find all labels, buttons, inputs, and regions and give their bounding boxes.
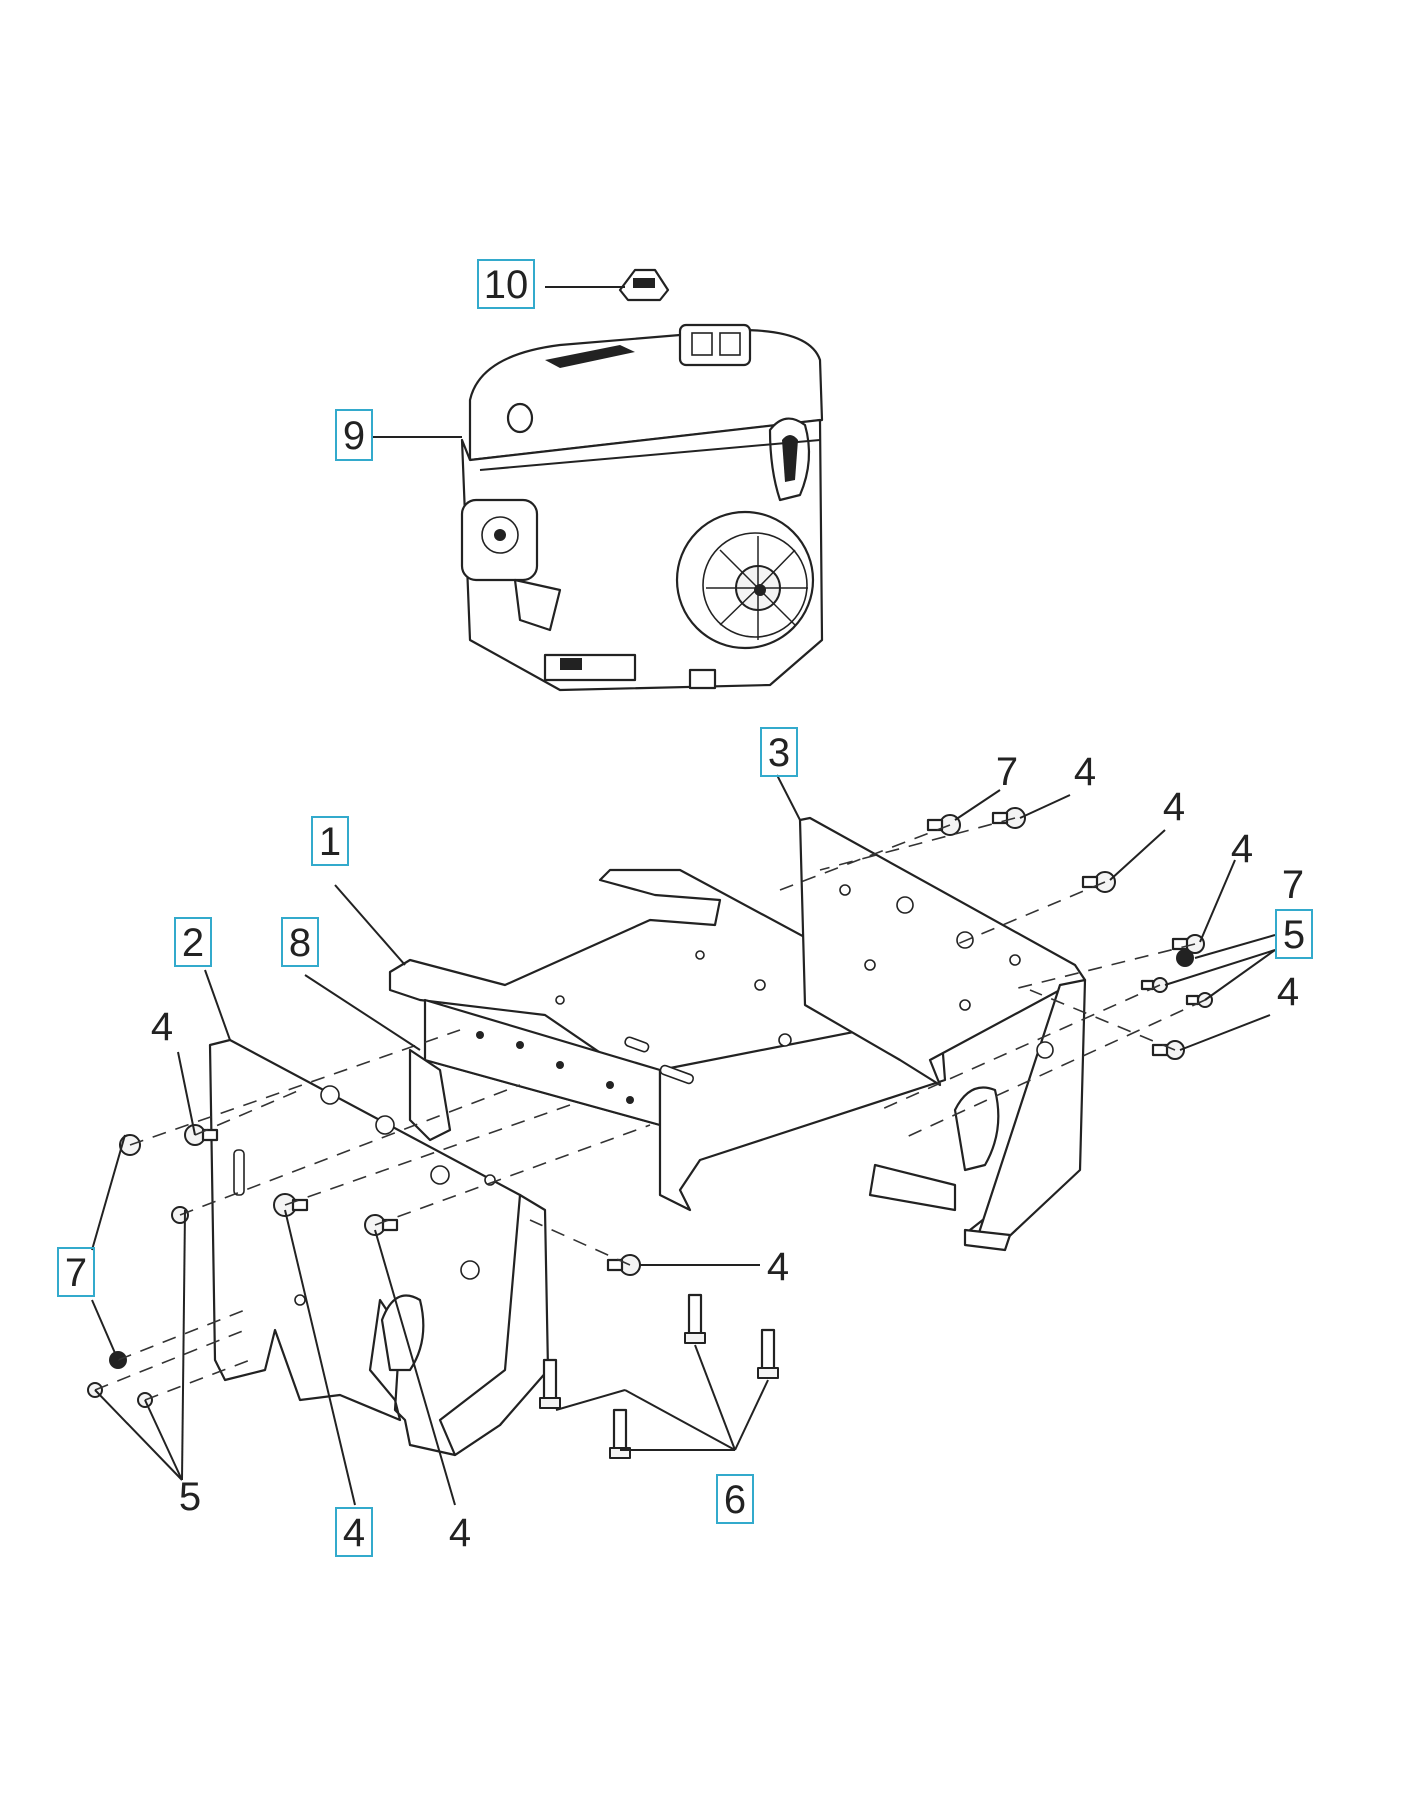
callout-4-right-3: 4 bbox=[1277, 970, 1299, 1014]
alignment-lines bbox=[94, 817, 1206, 1401]
callout-5-right-text: 5 bbox=[1283, 913, 1305, 957]
engine-cap bbox=[618, 268, 670, 302]
callout-3: 3 bbox=[760, 727, 798, 777]
right-side-bracket bbox=[798, 816, 1087, 1252]
callout-4-right-2: 4 bbox=[1231, 827, 1253, 871]
callout-7-left: 7 bbox=[57, 1247, 95, 1297]
callout-1: 1 bbox=[311, 816, 349, 866]
callout-7-left-text: 7 bbox=[65, 1251, 87, 1295]
callout-9-text: 9 bbox=[343, 414, 365, 458]
left-side-bracket bbox=[208, 1038, 550, 1457]
callout-2-text: 2 bbox=[182, 921, 204, 965]
callout-6-text: 6 bbox=[724, 1478, 746, 1522]
leader-lines bbox=[91, 286, 1276, 1506]
callout-4-center: 4 bbox=[767, 1245, 789, 1289]
engine-mount-plate bbox=[388, 868, 947, 1212]
callout-6: 6 bbox=[716, 1474, 754, 1524]
callout-10: 10 bbox=[477, 259, 535, 309]
callout-4-right-1: 4 bbox=[1163, 785, 1185, 829]
engine bbox=[460, 323, 824, 692]
callout-7-top: 7 bbox=[996, 750, 1018, 794]
callout-1-text: 1 bbox=[319, 820, 341, 864]
callout-2: 2 bbox=[174, 917, 212, 967]
callout-labels: 10 9 3 1 2 8 7 4 4 4 7 5 4 4 bbox=[57, 259, 1313, 1557]
callout-4-bottom-boxed-text: 4 bbox=[343, 1511, 365, 1555]
callout-4-bottom-boxed: 4 bbox=[335, 1507, 373, 1557]
callout-7-right: 7 bbox=[1282, 863, 1304, 907]
callout-5-right: 5 bbox=[1275, 909, 1313, 959]
callout-8-text: 8 bbox=[289, 921, 311, 965]
callout-5-left: 5 bbox=[179, 1475, 201, 1519]
callout-4-top: 4 bbox=[1074, 750, 1096, 794]
callout-4-left: 4 bbox=[151, 1005, 173, 1049]
callout-10-text: 10 bbox=[484, 263, 529, 307]
callout-4-bottom: 4 bbox=[449, 1511, 471, 1555]
callout-9: 9 bbox=[335, 409, 373, 461]
callout-8: 8 bbox=[281, 917, 319, 967]
callout-3-text: 3 bbox=[768, 731, 790, 775]
